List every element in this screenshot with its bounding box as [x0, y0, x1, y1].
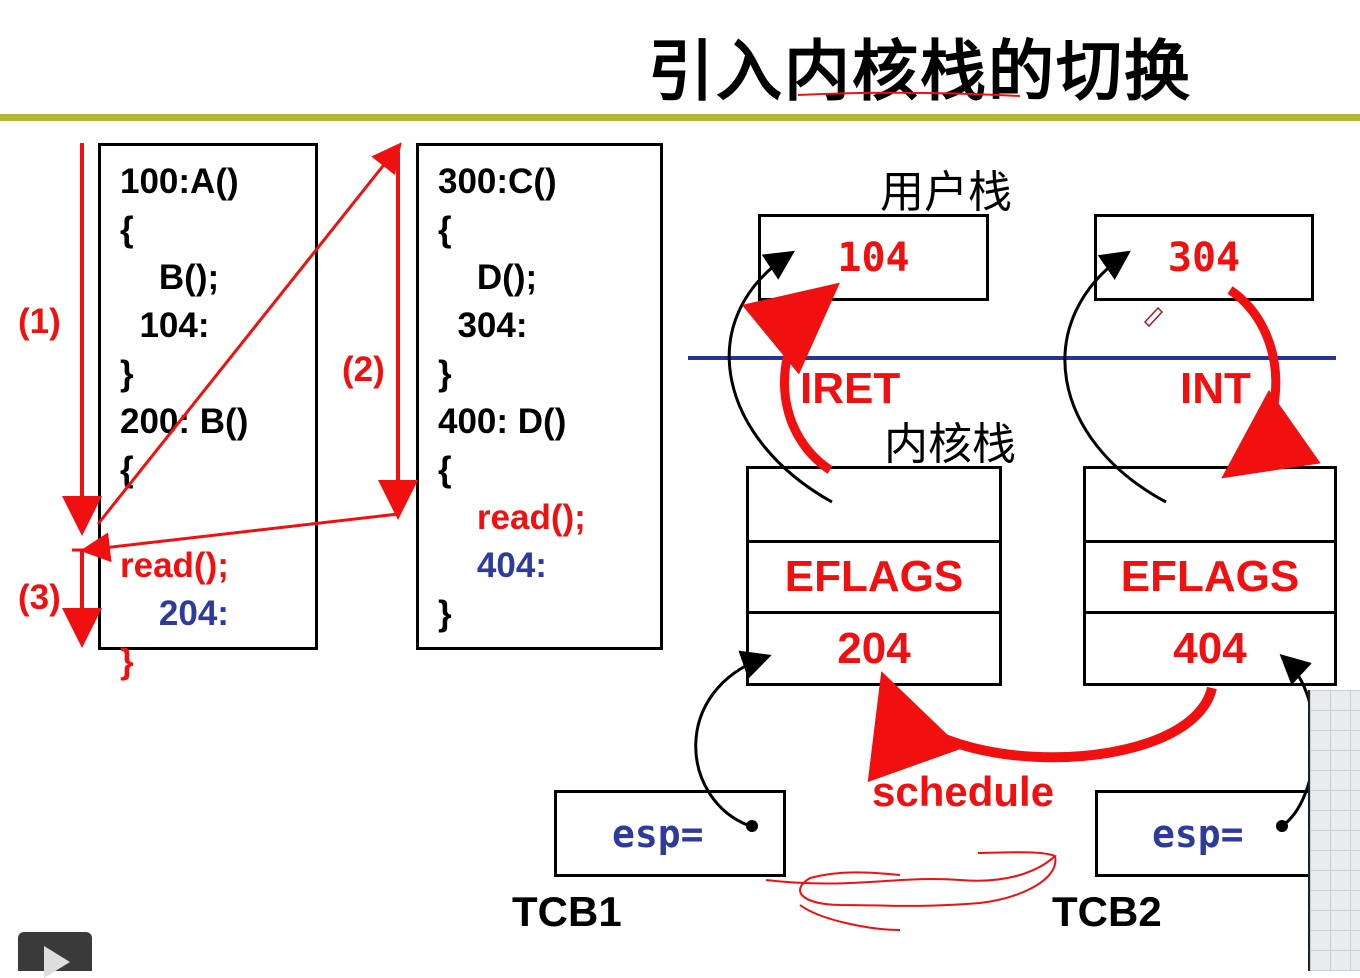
handwritten-squiggle — [765, 851, 1057, 931]
schedule-arrow — [867, 671, 1217, 783]
code-1-line-2: { — [120, 210, 134, 249]
code-1-line-10: } — [120, 642, 134, 681]
code-2-line-1: 300:C() — [438, 162, 557, 201]
user-stack-label: 用户栈 — [880, 167, 1012, 218]
int-arrow — [1221, 286, 1321, 479]
user-stack-cell-2: 304 — [1094, 214, 1314, 301]
code-2-line-7: { — [438, 450, 452, 489]
tcb2-label: TCB2 — [1052, 888, 1162, 935]
code-2-line-10: } — [438, 594, 452, 633]
kernel-stack-2-eflags: EFLAGS — [1083, 540, 1337, 614]
user-stack-cell-1: 104 — [758, 214, 989, 301]
switch-arrow — [96, 142, 402, 525]
code-2-line-3: D(); — [438, 258, 538, 297]
play-icon[interactable] — [18, 932, 92, 978]
presenter-video-thumbnail — [1308, 690, 1360, 971]
code-1-line-5: } — [120, 354, 134, 393]
title-underline — [797, 91, 1021, 97]
tcb1-esp-field: esp= — [612, 812, 704, 856]
pen-cursor-icon — [1143, 306, 1164, 328]
kernel2-to-user-arrow — [1063, 250, 1167, 504]
kernel-stack-label: 内核栈 — [884, 419, 1016, 470]
code-2-line-9: 404: — [438, 546, 547, 585]
code-2-line-4: 304: — [438, 306, 528, 345]
return-arrow — [80, 512, 399, 563]
kernel-stack-2-ret: 404 — [1083, 611, 1337, 686]
code-2-line-6: 400: D() — [438, 402, 567, 441]
step-label-1: (1) — [18, 302, 61, 341]
step-label-2: (2) — [342, 350, 385, 389]
code-1-line-7: { — [120, 450, 134, 489]
iret-arrow — [741, 282, 840, 474]
tcb1-label: TCB1 — [512, 888, 622, 935]
title-rule — [0, 114, 1360, 121]
code-box-1 — [98, 143, 318, 650]
code-1-line-1: 100:A() — [120, 162, 239, 201]
code-1-line-8: read(); — [120, 546, 229, 585]
tcb2-esp-field: esp= — [1152, 812, 1244, 856]
code-1-line-4: 104: — [120, 306, 210, 345]
slide-title: 引入内核栈的切换 — [648, 33, 1192, 110]
code-2-line-8: read(); — [438, 498, 586, 537]
code-2-line-2: { — [438, 210, 452, 249]
code-1-line-3: B(); — [120, 258, 220, 297]
step-label-3: (3) — [18, 578, 61, 617]
tcb1-esp-pointer — [694, 650, 772, 828]
tcb1-box — [554, 790, 786, 877]
code-2-line-5: } — [438, 354, 452, 393]
code-box-2 — [416, 143, 663, 650]
code-1-line-9: 204: — [120, 594, 229, 633]
